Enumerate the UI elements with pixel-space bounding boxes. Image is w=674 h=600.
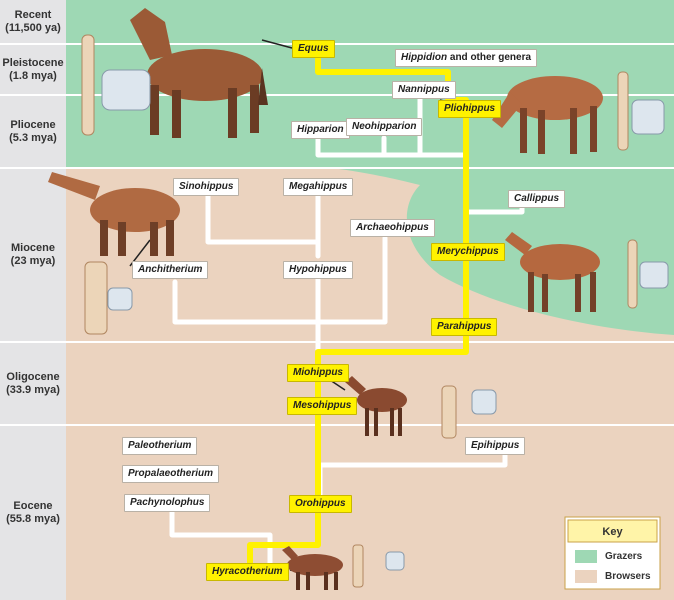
era-date: (23 mya) [10, 255, 56, 267]
genus-hippidion-suffix: and other genera [449, 52, 532, 63]
era-date: (5.3 mya) [9, 131, 57, 144]
era-column [0, 0, 66, 600]
era-pliocene: Pliocene(5.3 mya) [0, 95, 66, 168]
genus-callippus: Callippus [508, 190, 566, 208]
genus-miohippus: Miohippus [287, 364, 349, 382]
fossil-bones [81, 34, 638, 588]
genus-propalaeotherium: Propalaeotherium [122, 465, 220, 483]
anchitherium-horse-illustration [48, 172, 180, 256]
era-oligocene: Oligocene(33.9 mya) [0, 342, 66, 425]
genus-orohippus: Orohippus [289, 495, 352, 513]
era-name: Recent [14, 9, 52, 21]
era-miocene: Miocene(23 mya) [0, 168, 66, 342]
genus-hyracotherium: Hyracotherium [206, 563, 289, 581]
era-date: (55.8 mya) [6, 512, 60, 525]
genus-mesohippus: Mesohippus [287, 397, 358, 415]
genus-merychippus: Merychippus [431, 243, 505, 261]
equus-horse-illustration [130, 8, 268, 138]
era-name: Pleistocene [2, 56, 64, 69]
genus-nannippus: Nannippus [392, 81, 456, 99]
fossil-teeth [101, 69, 669, 571]
era-name: Pliocene [10, 118, 56, 131]
grazers-swatch [575, 550, 597, 563]
browsers-swatch [575, 570, 597, 583]
genus-sinohippus: Sinohippus [173, 178, 240, 196]
genus-hypohippus: Hypohippus [283, 261, 353, 279]
key-box [564, 516, 661, 590]
era-date: (33.9 mya) [6, 383, 60, 396]
genus-hippidion-name: Hippidion [401, 52, 448, 63]
main-lineage [247, 55, 469, 575]
key-browsers: Browsers [605, 571, 651, 582]
merychippus-horse-illustration [505, 232, 600, 312]
era-date: (1.8 mya) [9, 69, 57, 82]
genus-archaeohippus: Archaeohippus [350, 219, 435, 237]
genus-pachynolophus: Pachynolophus [124, 494, 211, 512]
genus-parahippus: Parahippus [431, 318, 498, 336]
genus-megahippus: Megahippus [283, 178, 354, 196]
genus-paleotherium: Paleotherium [122, 437, 198, 455]
key-title: Key [602, 526, 623, 538]
genus-equus: Equus [292, 40, 335, 58]
hyracotherium-horse-illustration [282, 546, 343, 590]
genus-anchitherium: Anchitherium [132, 261, 209, 279]
mesohippus-horse-illustration [345, 376, 407, 436]
genus-epihippus: Epihippus [465, 437, 526, 455]
era-name: Eocene [13, 499, 53, 512]
genus-pliohippus: Pliohippus [438, 100, 502, 118]
genus-neohipparion: Neohipparion [346, 118, 423, 136]
era-name: Oligocene [6, 370, 60, 383]
genus-hippidion: Hippidion and other genera [395, 49, 538, 67]
pliohippus-horse-illustration [492, 76, 603, 154]
era-date: (11,500 ya) [5, 22, 61, 34]
era-name: Miocene [10, 242, 55, 254]
key-grazers: Grazers [605, 551, 643, 562]
era-recent: Recent(11,500 ya) [0, 0, 66, 44]
era-eocene: Eocene(55.8 mya) [0, 425, 66, 600]
era-pleistocene: Pleistocene(1.8 mya) [0, 44, 66, 95]
genus-hipparion: Hipparion [291, 121, 350, 139]
